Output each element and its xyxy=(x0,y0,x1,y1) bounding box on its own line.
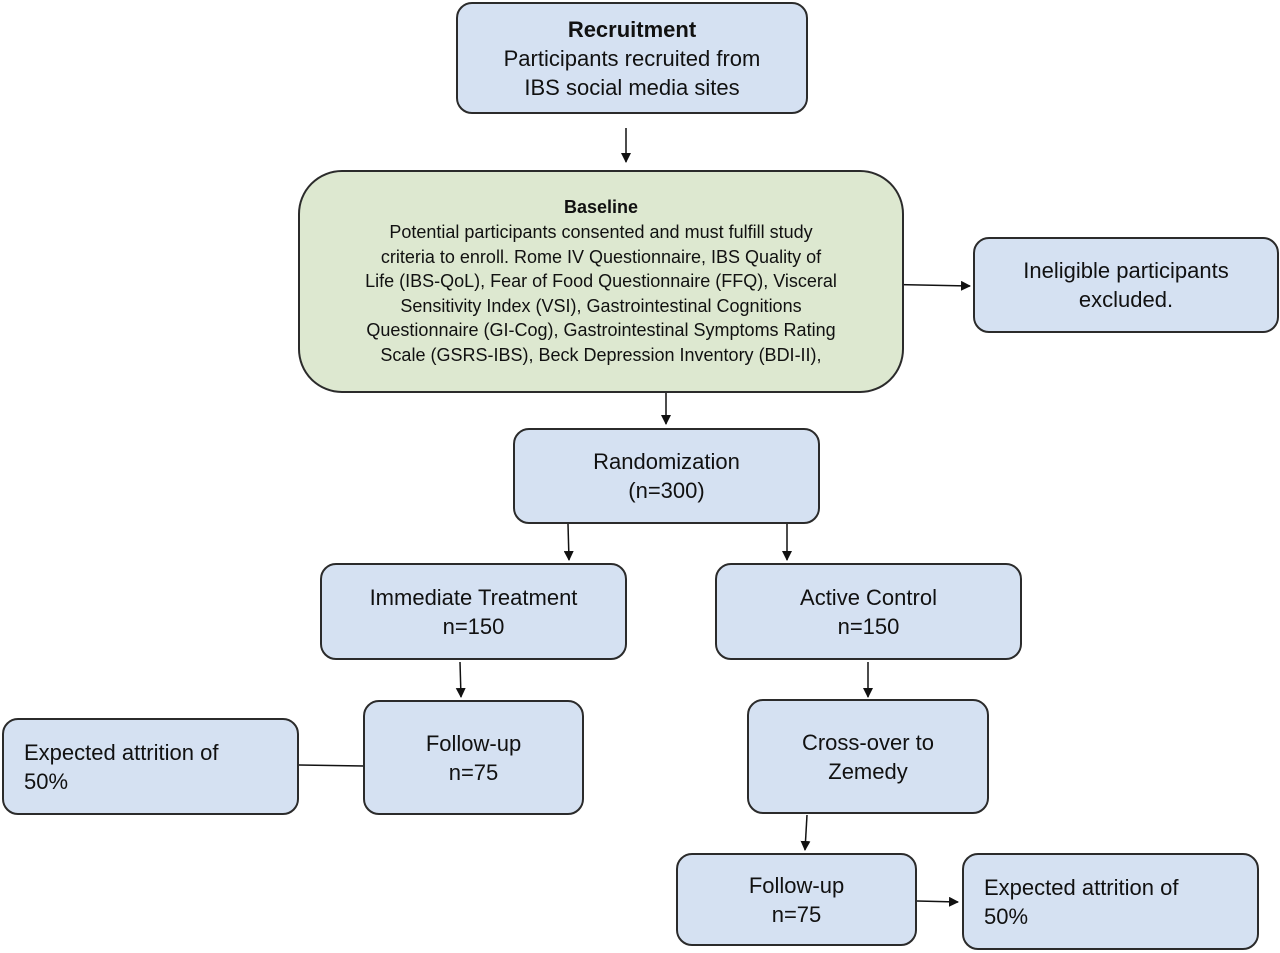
baseline-text-line: Life (IBS-QoL), Fear of Food Questionnai… xyxy=(365,271,837,292)
crossover-text-line2: Zemedy xyxy=(828,758,908,784)
randomization-count: (n=300) xyxy=(628,478,705,503)
arrow-crossover-to-followup xyxy=(800,814,811,851)
crossover-box: Cross-over to Zemedy xyxy=(747,699,989,814)
arrow-immediate-to-followup xyxy=(455,661,466,698)
baseline-text-line: Potential participants consented and mus… xyxy=(389,222,813,243)
followup-left-box: Follow-up n=75 xyxy=(363,700,584,815)
attrition-right-text-line2: 50% xyxy=(984,903,1029,929)
ineligible-text-line1: Ineligible participants xyxy=(1023,258,1229,283)
arrow-followup-to-attrition-right xyxy=(916,896,959,907)
attrition-left-box: Expected attrition of 50% xyxy=(2,718,299,815)
active-control-box: Active Control n=150 xyxy=(715,563,1022,660)
followup-right-count: n=75 xyxy=(771,901,822,927)
baseline-box: Baseline Potential participants consente… xyxy=(298,170,904,393)
followup-left-count: n=75 xyxy=(448,759,499,785)
attrition-right-box: Expected attrition of 50% xyxy=(962,853,1259,950)
attrition-left-text-line1: Expected attrition of xyxy=(24,739,219,765)
ineligible-box: Ineligible participants excluded. xyxy=(973,237,1279,333)
recruitment-text-line1: Participants recruited from xyxy=(503,45,761,71)
line-followup-to-attrition-left xyxy=(298,764,365,767)
attrition-right-text-line1: Expected attrition of xyxy=(984,874,1179,900)
baseline-text-line: Questionnaire (GI-Cog), Gastrointestinal… xyxy=(366,320,836,341)
followup-left-label: Follow-up xyxy=(425,730,522,756)
immediate-treatment-box: Immediate Treatment n=150 xyxy=(320,563,627,660)
immediate-treatment-label: Immediate Treatment xyxy=(369,584,578,610)
followup-right-label: Follow-up xyxy=(748,872,845,898)
baseline-text-line: Scale (GSRS-IBS), Beck Depression Invent… xyxy=(380,344,822,365)
active-control-label: Active Control xyxy=(800,584,937,610)
attrition-left-text-line2: 50% xyxy=(24,768,69,794)
crossover-text-line1: Cross-over to xyxy=(801,729,935,755)
followup-right-box: Follow-up n=75 xyxy=(676,853,917,946)
recruitment-box: Recruitment Participants recruited from … xyxy=(456,2,808,114)
active-control-count: n=150 xyxy=(837,613,900,639)
baseline-text-line: Sensitivity Index (VSI), Gastrointestina… xyxy=(400,295,802,316)
immediate-treatment-count: n=150 xyxy=(442,613,505,639)
ineligible-text-line2: excluded. xyxy=(1078,287,1174,312)
baseline-text-line: criteria to enroll. Rome IV Questionnair… xyxy=(380,246,822,267)
recruitment-title: Recruitment xyxy=(567,16,697,42)
baseline-title: Baseline xyxy=(563,197,639,218)
randomization-label: Randomization xyxy=(593,449,740,474)
arrow-randomization-to-immediate xyxy=(563,523,574,561)
recruitment-text-line2: IBS social media sites xyxy=(524,74,740,100)
randomization-box: Randomization (n=300) xyxy=(513,428,820,524)
